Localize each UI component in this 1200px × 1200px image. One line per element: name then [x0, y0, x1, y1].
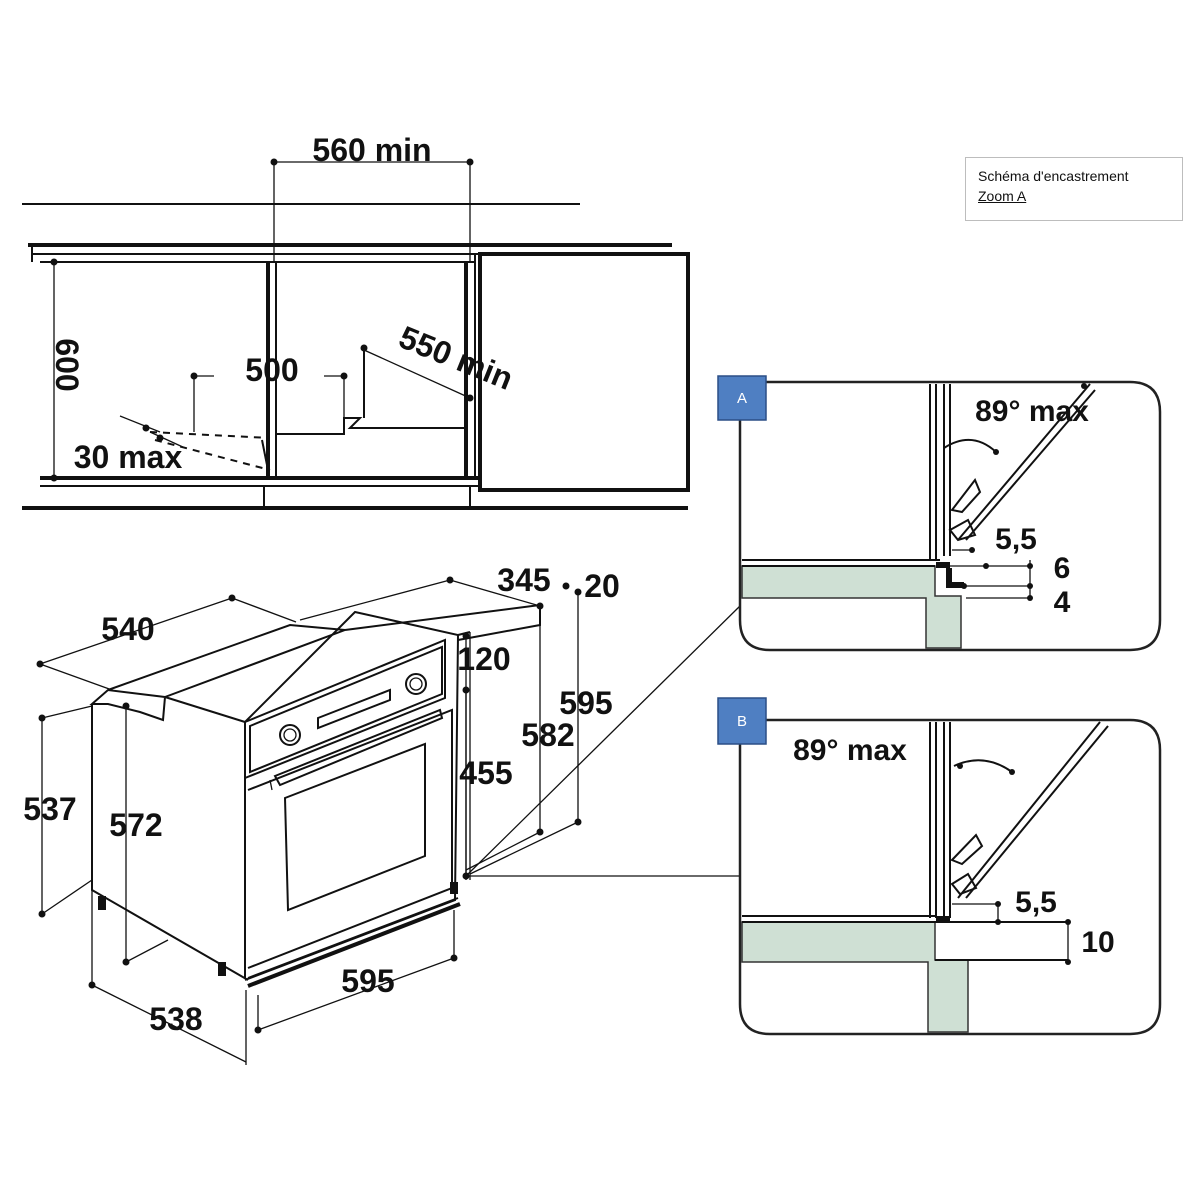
- zoom-a-badge: A: [717, 375, 767, 421]
- label-oven-345: 345: [497, 562, 550, 598]
- label-oven-20: 20: [584, 568, 620, 604]
- label-zoom-b-angle: 89° max: [793, 734, 907, 767]
- label-zoom-a-angle: 89° max: [975, 395, 1089, 428]
- oven-drawing: [89, 603, 541, 988]
- label-oven-537: 537: [23, 791, 76, 827]
- label-zoom-b-5-5: 5,5: [1015, 886, 1057, 919]
- label-oven-120: 120: [457, 641, 510, 677]
- label-niche-height: 600: [49, 338, 85, 391]
- legend-title: Schéma d'encastrement: [978, 168, 1129, 184]
- label-oven-595-height: 595: [559, 685, 612, 721]
- label-niche-width: 560 min: [312, 132, 431, 168]
- label-oven-538: 538: [149, 1001, 202, 1037]
- niche-labels: 560 min 600 500 550 min 30 max: [49, 132, 518, 475]
- zoom-a-panel: [738, 380, 1162, 652]
- label-oven-572: 572: [109, 807, 162, 843]
- label-oven-595-width: 595: [341, 963, 394, 999]
- label-oven-455: 455: [459, 755, 512, 791]
- oven-dimensions: [36, 576, 582, 1065]
- oven-labels: 540 345 20 120 595 582 455 537 572 538 5…: [23, 562, 619, 1037]
- zoom-a-leader: [465, 603, 743, 877]
- label-oven-582: 582: [521, 717, 574, 753]
- label-zoom-a-6: 6: [1054, 552, 1071, 585]
- niche-drawing: [22, 203, 690, 510]
- label-zoom-b-10: 10: [1081, 926, 1114, 959]
- zoom-b-badge-label: B: [737, 713, 747, 730]
- zoom-b-panel: [738, 718, 1162, 1036]
- legend-box: Schéma d'encastrement Zoom A: [965, 157, 1183, 221]
- zoom-b-labels: 89° max 5,5 10: [793, 734, 1115, 959]
- label-zoom-a-4: 4: [1054, 586, 1071, 619]
- label-niche-back-depth: 500: [245, 352, 298, 388]
- zoom-a-labels: 89° max 5,5 6 4: [975, 395, 1089, 619]
- zoom-b-badge: B: [717, 697, 767, 745]
- zoom-a-badge-label: A: [737, 390, 747, 407]
- label-oven-depth-top: 540: [101, 611, 154, 647]
- zoom-a-link[interactable]: Zoom A: [978, 188, 1027, 204]
- label-zoom-a-5-5: 5,5: [995, 523, 1037, 556]
- label-niche-depth-min: 550 min: [394, 319, 518, 397]
- label-niche-tilt: 30 max: [74, 439, 183, 475]
- niche-dimensions: [50, 158, 474, 482]
